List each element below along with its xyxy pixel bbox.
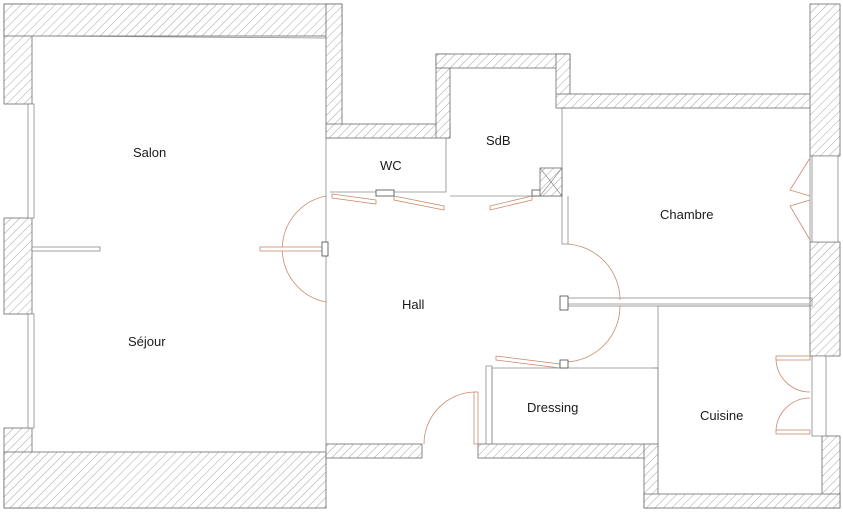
outline-chambre [566, 107, 811, 305]
window-cuisine [811, 355, 827, 437]
door-sdb-leaf [489, 195, 533, 211]
door-living-leaf [259, 246, 327, 252]
wall-dressing-right [652, 367, 659, 444]
door-dressing-leaf [495, 355, 561, 369]
wall-bottom-dressing [477, 443, 659, 459]
door-entry-leaf [473, 391, 479, 445]
chambre-window-arc-1 [789, 157, 811, 197]
wall-bottom-hall [325, 443, 423, 459]
room-label-dressing: Dressing [527, 400, 578, 415]
cuisine-window-arc-2 [775, 397, 811, 433]
room-label-wc: WC [380, 158, 402, 173]
wall-top-wc [325, 123, 451, 139]
wall-right-top [809, 3, 841, 157]
wall-top-living [3, 3, 343, 37]
cuisine-window-leaf-2 [775, 429, 811, 435]
door-chambre-arc [565, 243, 621, 301]
cuisine-window-arc-1 [775, 357, 811, 393]
door-chambre-frame [559, 295, 569, 311]
walls [3, 3, 841, 509]
wall-cuisine-bottom [643, 493, 841, 509]
room-label-sdb: SdB [486, 133, 511, 148]
door-chambre-arc-2 [565, 305, 621, 363]
room-label-salon: Salon [133, 145, 166, 160]
window-left-1 [27, 103, 35, 219]
door-dressing-frame [559, 359, 569, 369]
window-left-2 [27, 313, 35, 429]
divider-salon-sejour [31, 246, 101, 252]
wall-left-mid [3, 217, 33, 315]
cuisine-window-leaf-1 [775, 355, 811, 361]
room-label-chambre: Chambre [660, 207, 713, 222]
window-chambre [811, 155, 839, 243]
wall-hall-right [561, 196, 569, 245]
wall-dressing-left [485, 365, 493, 445]
ventilation-shaft [539, 167, 563, 197]
interior-lines [27, 35, 839, 495]
door-entry-arc [423, 391, 475, 445]
outline-living [31, 35, 327, 453]
wall-top-chambre [555, 93, 825, 109]
wall-sdb-top [435, 53, 571, 69]
door-wc-leaf [331, 193, 377, 205]
wall-bottom-living [3, 451, 327, 509]
door-wc-leaf-2 [393, 195, 445, 211]
wall-living-right-top [325, 3, 343, 139]
room-label-hall: Hall [402, 297, 425, 312]
door-wc-frame [375, 189, 395, 197]
door-living-frame [321, 241, 329, 257]
room-label-sejour: Séjour [128, 334, 166, 349]
room-label-cuisine: Cuisine [700, 408, 743, 423]
chambre-window-arc-2 [789, 199, 811, 241]
wall-right-mid [809, 241, 841, 357]
partition-chambre-cuisine [565, 297, 813, 307]
